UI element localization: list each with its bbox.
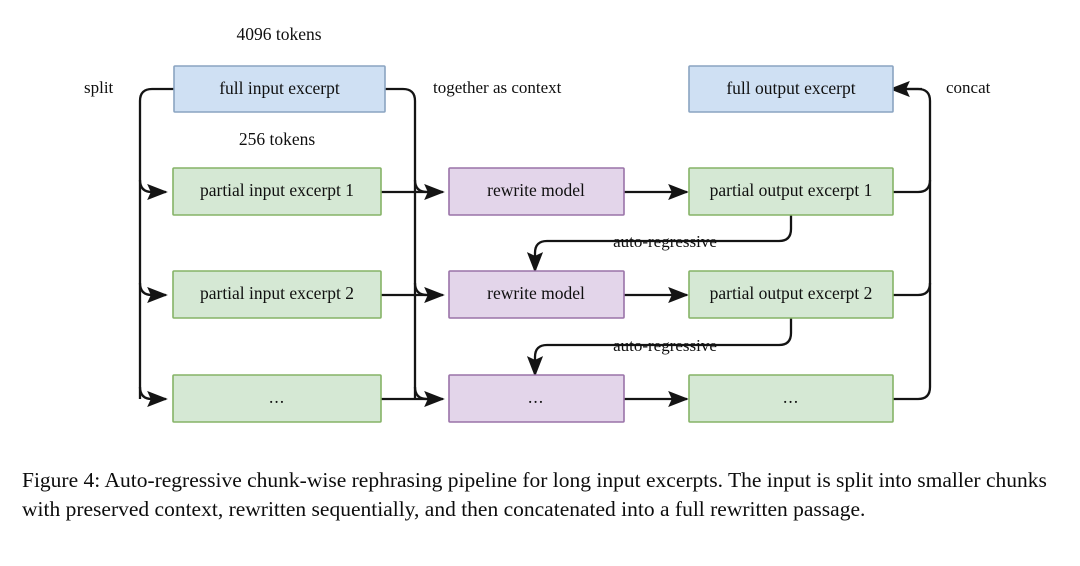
edge-context-rail [385, 87, 417, 399]
figure-caption: Figure 4: Auto-regressive chunk-wise rep… [22, 466, 1062, 524]
node-full-input-excerpt[interactable] [173, 65, 386, 113]
edge-split-to-partial-1 [138, 179, 168, 201]
edge-auto-regressive-1 [526, 215, 793, 273]
node-full-output-excerpt-label: full output excerpt [726, 78, 855, 98]
node-full-input-excerpt-label: full input excerpt [219, 78, 340, 98]
edge-concat-from-output-1 [893, 179, 932, 194]
node-partial-output-excerpt-1[interactable] [688, 167, 894, 216]
node-partial-input-excerpt-3-label: ... [269, 387, 285, 407]
edge-split-rail [138, 87, 174, 399]
annotation-tokens-full: 4096 tokens [236, 24, 321, 44]
edge-split-to-partial-2 [138, 282, 168, 304]
edge-concat-rail [893, 87, 932, 401]
node-partial-output-excerpt-3[interactable] [688, 374, 894, 423]
node-full-output-excerpt[interactable] [688, 65, 894, 113]
edge-split-to-partial-3 [138, 386, 168, 408]
node-partial-input-excerpt-3[interactable] [172, 374, 382, 423]
edge-context-to-model-1 [413, 179, 441, 194]
annotation-concat: concat [946, 78, 991, 97]
annotation-split: split [84, 78, 114, 97]
node-partial-input-excerpt-2-label: partial input excerpt 2 [200, 283, 354, 303]
pipeline-diagram: full input excerpt full output excerpt p… [84, 24, 991, 423]
node-rewrite-model-3[interactable] [448, 374, 625, 423]
node-rewrite-model-1-label: rewrite model [487, 180, 585, 200]
annotation-tokens-partial: 256 tokens [239, 129, 316, 149]
annotation-auto-regressive-1: auto-regressive [613, 232, 717, 251]
node-partial-input-excerpt-1-label: partial input excerpt 1 [200, 180, 354, 200]
node-rewrite-model-2-label: rewrite model [487, 283, 585, 303]
edge-context-to-model-3 [413, 386, 441, 401]
node-rewrite-model-3-label: ... [528, 387, 544, 407]
node-partial-output-excerpt-3-label: ... [783, 387, 799, 407]
node-partial-output-excerpt-2-label: partial output excerpt 2 [710, 283, 873, 303]
edge-concat-from-output-2 [893, 282, 932, 297]
edge-context-to-model-2 [413, 282, 441, 297]
node-partial-output-excerpt-1-label: partial output excerpt 1 [710, 180, 873, 200]
edge-auto-regressive-2 [526, 318, 793, 377]
node-rewrite-model-2[interactable] [448, 270, 625, 319]
figure-caption-text: Auto-regressive chunk-wise rephrasing pi… [22, 468, 1047, 521]
annotation-auto-regressive-2: auto-regressive [613, 336, 717, 355]
node-rewrite-model-1[interactable] [448, 167, 625, 216]
node-partial-input-excerpt-1[interactable] [172, 167, 382, 216]
annotation-together-as-context: together as context [433, 78, 562, 97]
pipeline-diagram-svg: full input excerpt full output excerpt p… [84, 24, 991, 423]
figure-caption-prefix: Figure 4: [22, 468, 101, 492]
node-partial-output-excerpt-2[interactable] [688, 270, 894, 319]
node-partial-input-excerpt-2[interactable] [172, 270, 382, 319]
